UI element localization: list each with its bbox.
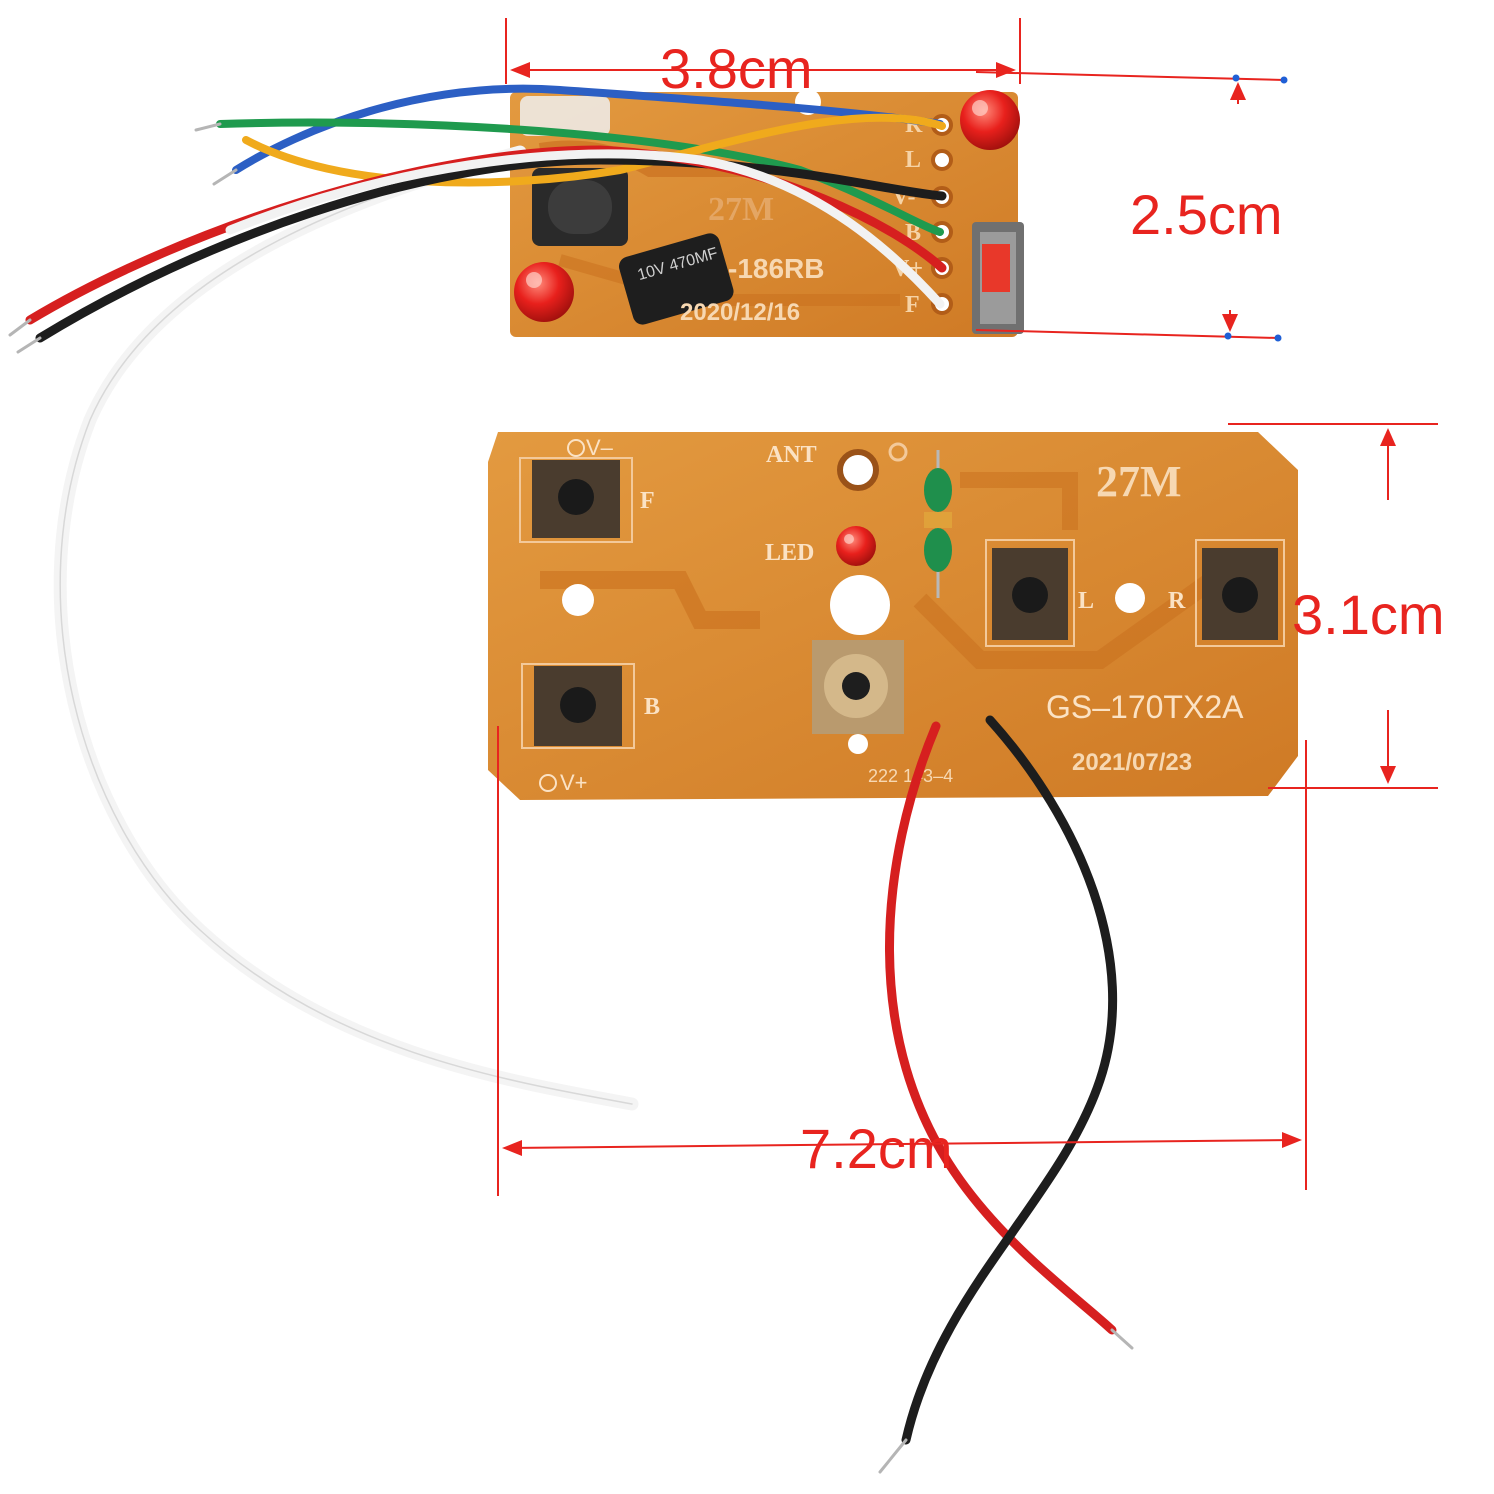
receiver-pin-label: L bbox=[905, 147, 921, 173]
tx-button-b bbox=[521, 663, 635, 749]
transmitter-wires bbox=[878, 715, 1134, 1474]
tx-freq-label: 27M bbox=[1096, 457, 1182, 506]
receiver-capacitor: 10V 470MF bbox=[619, 233, 734, 325]
tx-vminus-label: V– bbox=[586, 435, 614, 460]
transmitter-board: ANT LED 27M V– V+ F B L R GS–170TX2A 202… bbox=[488, 432, 1298, 800]
tx-code-label: 222 143–4 bbox=[868, 766, 953, 786]
dim-receiver-height: 2.5cm bbox=[1130, 183, 1283, 246]
receiver-pin-label: F bbox=[905, 292, 920, 318]
tx-date-label: 2021/07/23 bbox=[1072, 749, 1192, 776]
tx-button-r bbox=[1195, 539, 1285, 647]
tx-button-l bbox=[985, 539, 1075, 647]
wire-black bbox=[35, 155, 947, 343]
tx-potentiometer bbox=[812, 640, 904, 754]
tx-l-label: L bbox=[1078, 588, 1094, 614]
tx-inductor bbox=[924, 450, 952, 598]
tx-mount-hole-center bbox=[830, 575, 890, 635]
receiver-board: R L V- B V+ F 10V 470MF 27M -186RB 2020/… bbox=[510, 89, 1024, 337]
tx-ant-pad bbox=[837, 449, 879, 491]
wire-red-tx bbox=[885, 721, 1117, 1335]
wire-blue bbox=[232, 84, 944, 174]
receiver-coil bbox=[520, 96, 610, 136]
tx-r-label: R bbox=[1168, 588, 1186, 614]
tx-f-label: F bbox=[640, 488, 655, 514]
wire-black-tx bbox=[901, 715, 1118, 1445]
tx-mount-hole-right bbox=[1115, 583, 1145, 613]
tx-mount-hole-left bbox=[562, 584, 594, 616]
tx-led bbox=[836, 526, 876, 566]
tx-vplus-label: V+ bbox=[560, 770, 588, 795]
receiver-model-label: -186RB bbox=[728, 253, 824, 284]
dim-transmitter-width: 7.2cm bbox=[800, 1117, 953, 1180]
tx-ant-label: ANT bbox=[766, 442, 817, 468]
receiver-slide-switch bbox=[972, 222, 1024, 334]
receiver-led-top bbox=[960, 90, 1020, 150]
dim-receiver-width: 3.8cm bbox=[660, 37, 813, 100]
wire-yellow bbox=[242, 113, 946, 187]
wire-white-short bbox=[225, 149, 945, 309]
dimension-annotations: 3.8cm 2.5cm 3.1cm 7.2cm bbox=[497, 18, 1445, 1196]
dim-transmitter-height: 3.1cm bbox=[1292, 583, 1445, 646]
transmitter-pcb bbox=[488, 432, 1298, 800]
tx-button-f bbox=[519, 457, 633, 543]
tx-model-label: GS–170TX2A bbox=[1046, 689, 1244, 725]
tx-led-label: LED bbox=[765, 540, 814, 566]
receiver-freq-label: 27M bbox=[708, 191, 774, 228]
tx-b-label: B bbox=[644, 694, 660, 720]
receiver-date-label: 2020/12/16 bbox=[680, 299, 800, 326]
receiver-wires bbox=[8, 84, 947, 1111]
receiver-led-bottom bbox=[514, 262, 574, 322]
